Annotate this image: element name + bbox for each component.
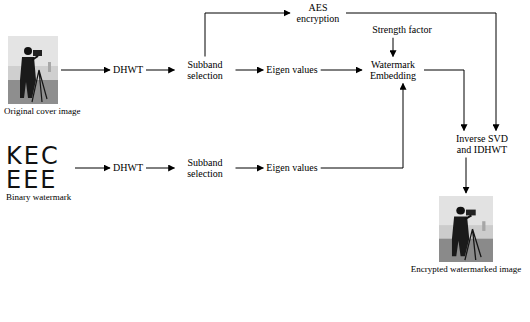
flow-arrow <box>424 70 464 131</box>
photo-arm <box>32 56 38 60</box>
flow-arrow <box>205 13 290 57</box>
flow-arrow <box>346 13 496 131</box>
process-label: DHWT <box>113 162 143 174</box>
flow-arrow <box>321 70 362 71</box>
photo-figure <box>20 57 36 98</box>
photo-ground <box>439 196 493 262</box>
image-node: Original cover image <box>4 36 80 116</box>
photo-head <box>456 207 465 215</box>
process-label: DHWT <box>113 64 143 76</box>
node-label: Eigen values <box>266 64 317 76</box>
flow-arrow <box>321 84 403 169</box>
flow-arrow <box>236 168 264 169</box>
node-label: Subband selection <box>178 59 233 82</box>
photo-camera <box>33 50 42 56</box>
node-label: Strength factor <box>372 24 432 36</box>
watermarked-photo <box>439 196 493 262</box>
flow-arrow <box>61 70 110 71</box>
photo-ground <box>8 36 58 104</box>
node-label: Subband selection <box>178 157 233 180</box>
flow-arrow <box>393 38 394 57</box>
photo-arm <box>465 215 471 219</box>
flow-arrow <box>146 168 175 169</box>
watermark-node: KEC EEEBinary watermark <box>6 144 72 202</box>
parameter-label: Strength factor <box>372 24 432 36</box>
watermark-text: KEC EEE <box>6 144 72 192</box>
node-label: DHWT <box>113 64 143 76</box>
node-label: AES encryption <box>293 2 343 25</box>
node-label: Binary watermark <box>6 192 72 202</box>
node-label: Encrypted watermarked image <box>411 264 521 274</box>
flow-arrow <box>146 70 175 71</box>
node-label: Inverse SVD and IDHWT <box>452 133 512 156</box>
process-label: Subband selection <box>178 157 233 180</box>
process-label: Watermark Embedding <box>365 59 421 82</box>
process-label: Eigen values <box>266 64 317 76</box>
photo-camera <box>466 210 476 216</box>
flow-arrow <box>466 158 467 194</box>
photo-figure <box>452 216 469 256</box>
process-label: Subband selection <box>178 59 233 82</box>
process-label: AES encryption <box>293 2 343 25</box>
node-label: Watermark Embedding <box>365 59 421 82</box>
process-label: Eigen values <box>266 162 317 174</box>
cover-photo <box>8 36 58 104</box>
photo-head <box>24 47 32 55</box>
image-node: Encrypted watermarked image <box>411 196 521 274</box>
photo-building <box>48 62 51 72</box>
flow-arrow <box>75 168 110 169</box>
node-label: Eigen values <box>266 162 317 174</box>
photo-building <box>482 221 485 231</box>
flow-arrow <box>236 70 264 71</box>
node-label: DHWT <box>113 162 143 174</box>
process-label: Inverse SVD and IDHWT <box>452 133 512 156</box>
node-label: Original cover image <box>4 106 80 116</box>
